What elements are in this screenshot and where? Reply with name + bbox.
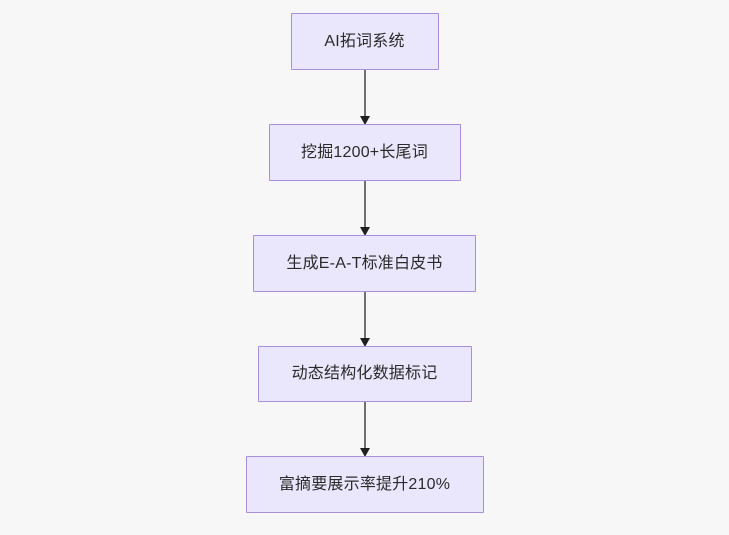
flow-node-dynamic-structured-data-markup[interactable]: 动态结构化数据标记 [257, 346, 472, 402]
edge-line [363, 292, 366, 340]
flow-node-label: 挖掘1200+长尾词 [301, 143, 428, 161]
flow-node-label: 动态结构化数据标记 [291, 365, 438, 383]
flow-node-label: 生成E-A-T标准白皮书 [286, 254, 443, 272]
flow-edge-n1-n2 [357, 70, 373, 125]
arrow-down-icon [359, 338, 370, 347]
edge-line [363, 402, 366, 450]
arrow-down-icon [359, 448, 370, 457]
arrow-down-icon [359, 116, 370, 125]
flow-node-label: AI拓词系统 [324, 32, 405, 50]
arrow-down-icon [359, 227, 370, 236]
edge-line [363, 70, 366, 118]
flow-node-mine-longtail-keywords[interactable]: 挖掘1200+长尾词 [268, 124, 461, 181]
flow-node-ai-keyword-system[interactable]: AI拓词系统 [290, 13, 439, 70]
flow-node-generate-eat-whitepaper[interactable]: 生成E-A-T标准白皮书 [253, 235, 476, 292]
flow-node-label: 富摘要展示率提升210% [278, 475, 451, 493]
flow-edge-n2-n3 [357, 181, 373, 236]
flow-edge-n3-n4 [357, 292, 373, 347]
flow-edge-n4-n5 [357, 402, 373, 457]
flow-node-rich-snippet-rate-result[interactable]: 富摘要展示率提升210% [245, 456, 484, 513]
edge-line [363, 181, 366, 229]
